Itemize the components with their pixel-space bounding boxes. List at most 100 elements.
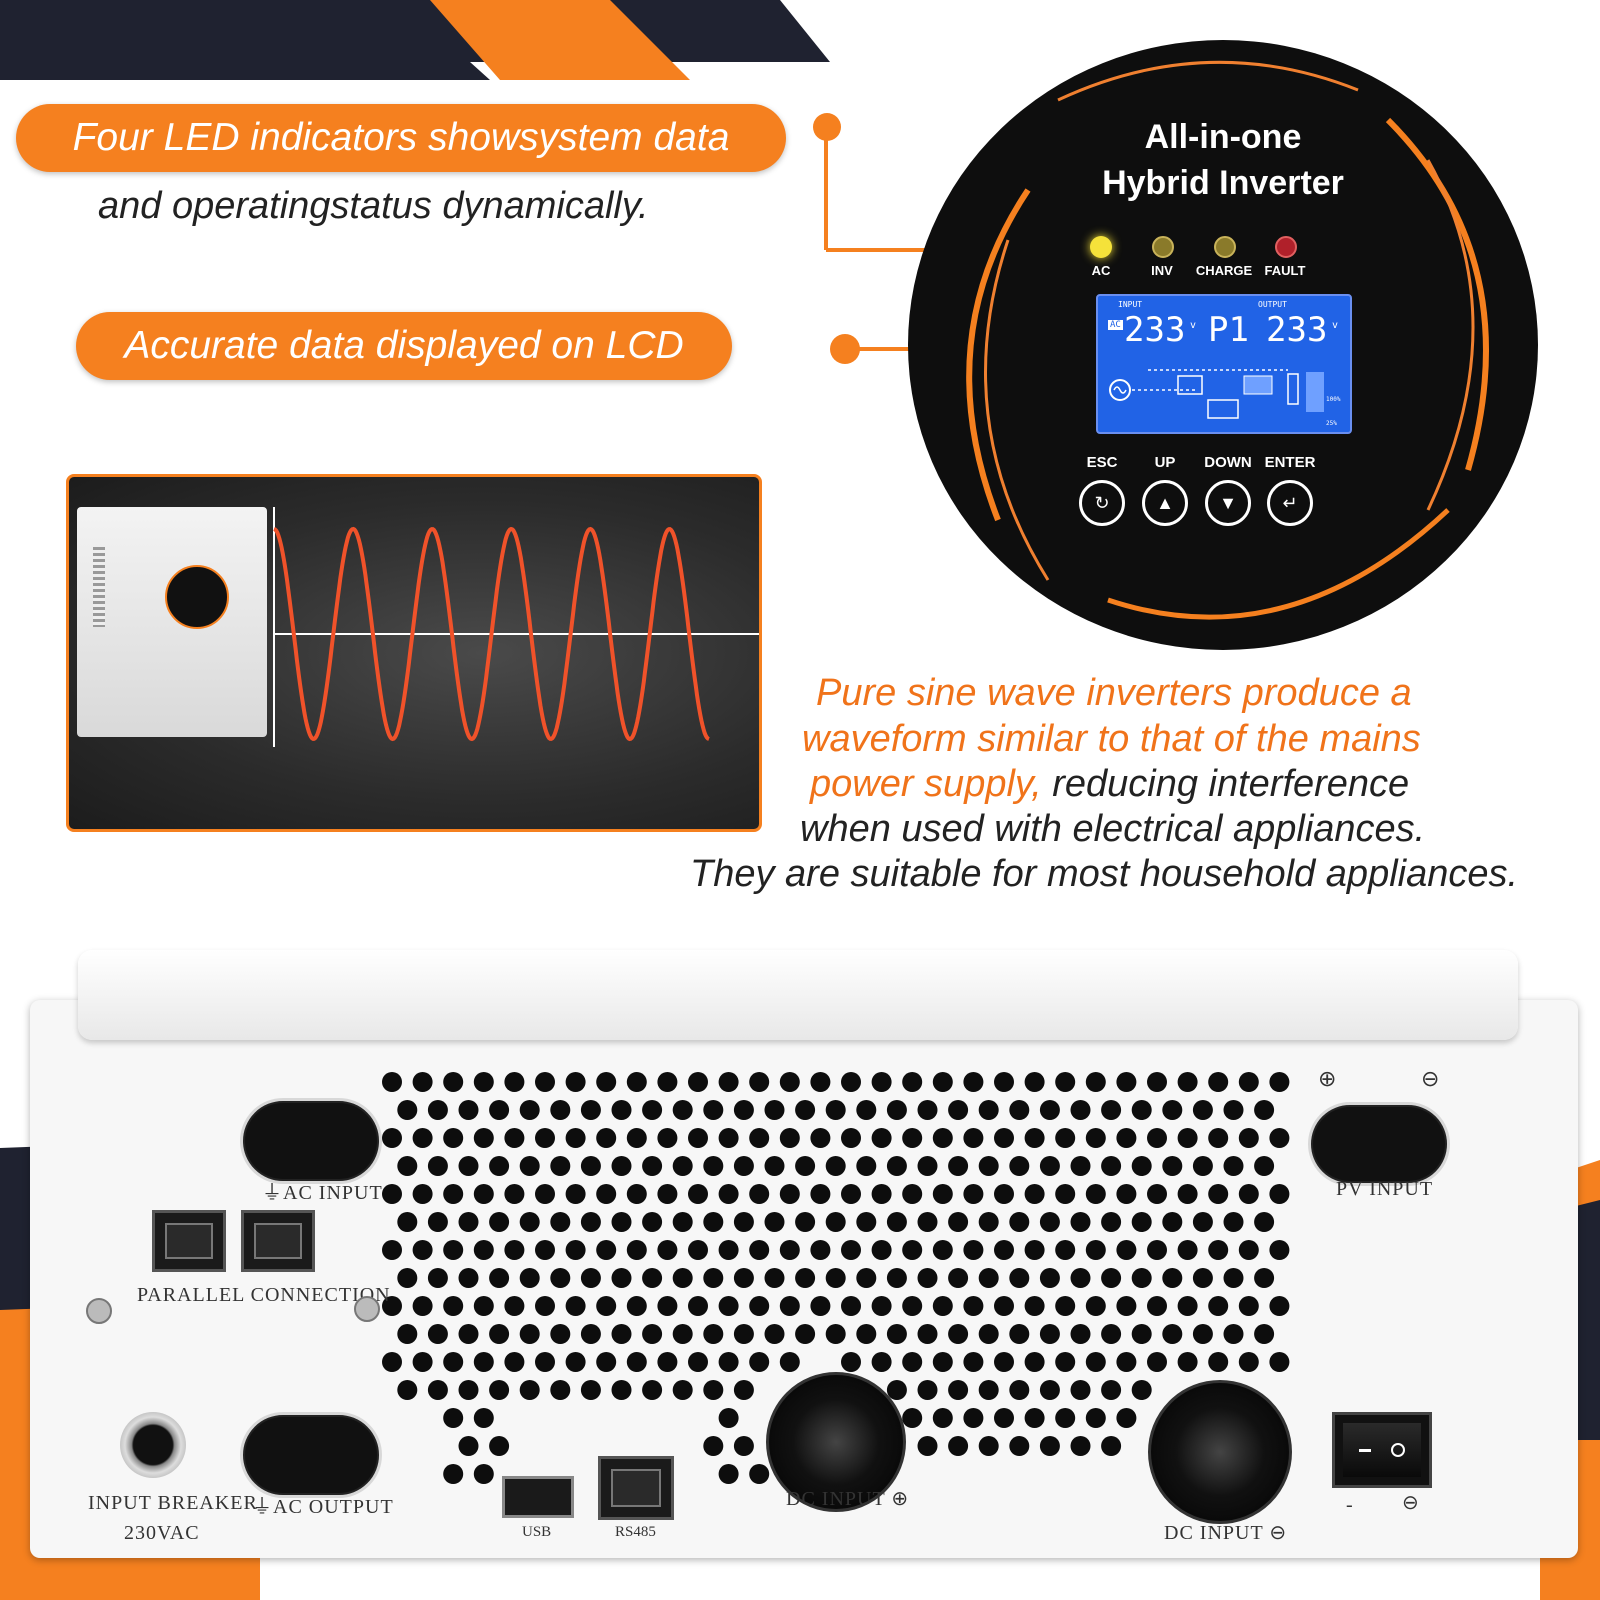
vent-hole <box>749 1464 770 1484</box>
vent-hole <box>703 1212 724 1232</box>
pv-input-port[interactable] <box>1308 1102 1450 1186</box>
power-switch[interactable] <box>1332 1412 1432 1488</box>
parallel-port-1[interactable] <box>152 1210 226 1272</box>
vent-hole <box>886 1156 907 1176</box>
vent-hole <box>810 1296 831 1316</box>
dc-input-positive-port[interactable] <box>766 1372 906 1512</box>
vent-hole <box>504 1128 525 1148</box>
vent-hole <box>657 1072 678 1092</box>
led-callout-subtext: and operatingstatus dynamically. <box>98 185 649 227</box>
vent-hole <box>1024 1240 1045 1260</box>
vent-hole <box>382 1240 402 1260</box>
usb-port[interactable] <box>502 1476 574 1518</box>
vent-hole <box>1070 1156 1091 1176</box>
vent-hole <box>1147 1240 1167 1260</box>
down-label: DOWN <box>1204 454 1252 471</box>
vent-hole <box>1238 1072 1259 1092</box>
sine-wave-image <box>66 474 762 832</box>
lcd-mode: P1 <box>1208 310 1249 350</box>
vent-hole <box>1269 1352 1290 1372</box>
vent-hole <box>1223 1268 1244 1288</box>
vent-hole <box>626 1184 647 1204</box>
vent-hole <box>1269 1296 1290 1316</box>
vent-hole <box>427 1212 448 1232</box>
vent-hole <box>718 1240 739 1260</box>
vent-hole <box>580 1212 601 1232</box>
vent-hole <box>825 1212 846 1232</box>
vent-hole <box>1070 1380 1091 1400</box>
vent-hole <box>565 1240 586 1260</box>
vent-hole <box>841 1184 861 1204</box>
vent-hole <box>1147 1184 1167 1204</box>
up-button[interactable]: ▲ <box>1142 480 1188 526</box>
vent-hole <box>917 1324 938 1344</box>
vent-hole <box>642 1100 663 1120</box>
vent-hole <box>841 1296 861 1316</box>
vent-hole <box>397 1100 418 1120</box>
dc-input-negative-port[interactable] <box>1148 1380 1292 1524</box>
vent-hole <box>443 1464 464 1484</box>
ac-input-port[interactable] <box>240 1098 382 1184</box>
vent-hole <box>779 1184 800 1204</box>
screw-icon <box>354 1296 380 1322</box>
esc-button[interactable]: ↻ <box>1079 480 1125 526</box>
vent-hole <box>1085 1408 1106 1428</box>
vent-hole <box>1223 1212 1244 1232</box>
charge-led-icon <box>1214 236 1236 258</box>
vent-hole <box>611 1324 632 1344</box>
panel-swirl-decor <box>966 60 1489 620</box>
vent-hole <box>473 1464 494 1484</box>
vent-hole <box>458 1380 479 1400</box>
vent-hole <box>1055 1072 1076 1092</box>
vent-hole <box>397 1212 418 1232</box>
vent-hole <box>1238 1296 1259 1316</box>
charge-led-label: CHARGE <box>1195 263 1253 278</box>
vent-hole <box>1254 1268 1275 1288</box>
vent-hole <box>473 1240 494 1260</box>
vent-hole <box>382 1296 402 1316</box>
esc-label: ESC <box>1086 454 1118 471</box>
vent-hole <box>963 1240 984 1260</box>
input-breaker-button[interactable] <box>120 1412 186 1478</box>
vent-hole <box>427 1100 448 1120</box>
vent-hole <box>596 1184 617 1204</box>
vent-hole <box>1162 1212 1183 1232</box>
vent-hole <box>596 1240 617 1260</box>
vent-hole <box>825 1100 846 1120</box>
vent-hole <box>657 1184 678 1204</box>
vent-hole <box>856 1156 877 1176</box>
vent-hole <box>978 1324 999 1344</box>
vent-hole <box>978 1268 999 1288</box>
parallel-port-2[interactable] <box>241 1210 315 1272</box>
vent-hole <box>626 1352 647 1372</box>
vent-hole <box>1177 1184 1198 1204</box>
vent-hole <box>580 1324 601 1344</box>
rs485-port[interactable] <box>598 1456 674 1520</box>
vent-hole <box>443 1184 464 1204</box>
vent-hole <box>703 1268 724 1288</box>
vent-hole <box>963 1408 984 1428</box>
vent-hole <box>994 1128 1014 1148</box>
vent-hole <box>902 1352 923 1372</box>
vent-hole <box>1101 1324 1122 1344</box>
vent-hole <box>749 1296 770 1316</box>
vent-hole <box>550 1380 571 1400</box>
vent-hole <box>458 1436 479 1456</box>
vent-hole <box>810 1128 831 1148</box>
vent-hole <box>688 1352 708 1372</box>
vent-hole <box>703 1156 724 1176</box>
breaker-rating-label: 230VAC <box>124 1522 200 1544</box>
vent-hole <box>1024 1184 1045 1204</box>
vent-hole <box>458 1268 479 1288</box>
description-line3-orange: power supply, <box>810 763 1042 805</box>
vent-hole <box>1147 1128 1167 1148</box>
vent-hole <box>856 1268 877 1288</box>
vent-hole <box>886 1268 907 1288</box>
down-button[interactable]: ▼ <box>1205 480 1251 526</box>
ac-output-port[interactable] <box>240 1412 382 1498</box>
fault-led-label: FAULT <box>1264 263 1306 278</box>
vent-hole <box>626 1128 647 1148</box>
enter-button[interactable]: ↵ <box>1267 480 1313 526</box>
lcd-ac-badge: AC <box>1108 320 1123 330</box>
vent-hole <box>1208 1240 1229 1260</box>
